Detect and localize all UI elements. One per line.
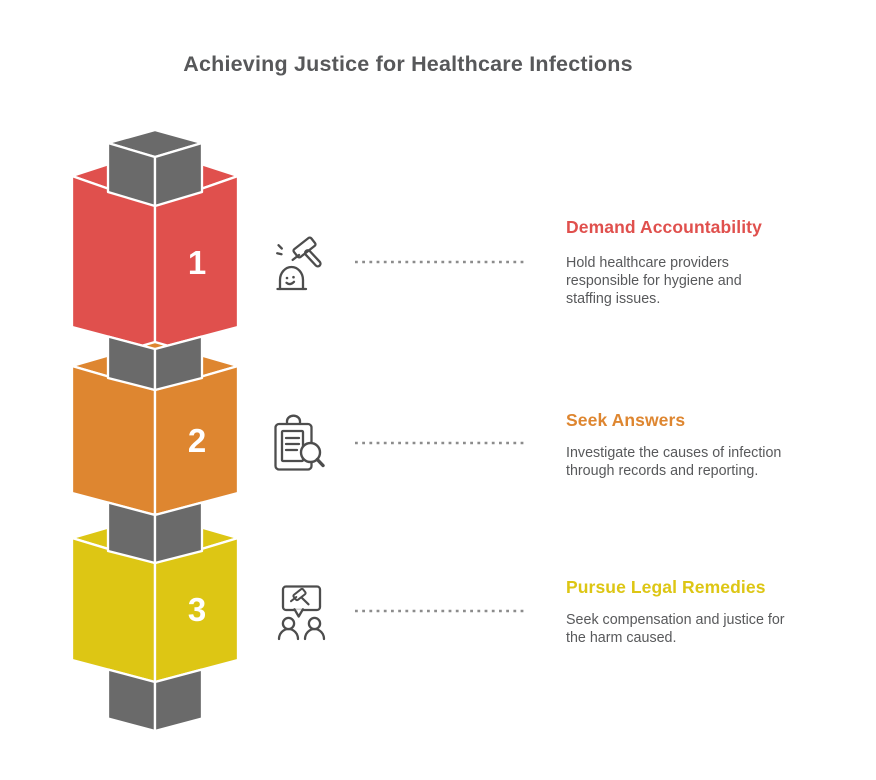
connector-2: [106, 501, 204, 565]
figure-smile: [285, 280, 296, 286]
block-2-number: 2: [188, 422, 206, 459]
gavel-handle: [303, 249, 322, 268]
step-3-description: Seek compensation and justice for the ha…: [566, 612, 785, 646]
impact-mark-1: [277, 244, 283, 250]
step-2-description: Investigate the causes of infection thro…: [566, 445, 782, 479]
dotted-connectors: [355, 260, 526, 613]
step-3-heading: Pursue Legal Remedies: [566, 577, 766, 597]
block-tower: 1 2 3: [70, 128, 240, 733]
gavel-strike-bar: [291, 253, 301, 262]
clipboard-magnifier-icon: [274, 414, 325, 471]
magnifier-lens: [299, 441, 322, 464]
people-gavel-discussion-icon: [277, 585, 326, 641]
person-right-head: [307, 616, 322, 631]
top-cube-right-face: [153, 141, 204, 208]
block-3: [70, 512, 240, 684]
bubble-gavel-bar: [290, 596, 298, 603]
connector-1-right-face: [153, 335, 204, 392]
step-2-heading: Seek Answers: [566, 410, 686, 430]
person-right-shoulders: [303, 627, 326, 641]
bottom-cube-right-face: [153, 668, 204, 733]
figure-right-eye: [292, 275, 295, 279]
connector-2-right-face: [153, 501, 204, 565]
impact-mark-2: [276, 252, 283, 256]
block-3-number: 3: [188, 591, 206, 628]
speech-bubble-tail: [293, 608, 305, 618]
block-2-left-face: [70, 364, 157, 517]
clipboard-page: [280, 429, 305, 463]
gavel-accountability-icon: [276, 236, 322, 291]
bottom-cube: [106, 668, 204, 733]
person-left-shoulders: [277, 627, 300, 641]
page-title: Achieving Justice for Healthcare Infecti…: [183, 52, 633, 76]
block-1-number: 1: [188, 244, 206, 281]
magnifier-handle: [315, 457, 325, 468]
bubble-gavel-handle: [300, 596, 310, 606]
step-1-description: Hold healthcare providers responsible fo…: [566, 255, 742, 307]
clipboard-clip: [285, 414, 302, 426]
step-1-heading: Demand Accountability: [566, 217, 762, 237]
gavel-head: [292, 236, 317, 259]
figure-left-eye: [285, 276, 289, 280]
person-left-head: [281, 616, 296, 631]
connector-1: [106, 335, 204, 392]
figure-dome: [278, 265, 305, 291]
top-cube: [106, 128, 204, 208]
connector-cubes: [106, 128, 204, 733]
